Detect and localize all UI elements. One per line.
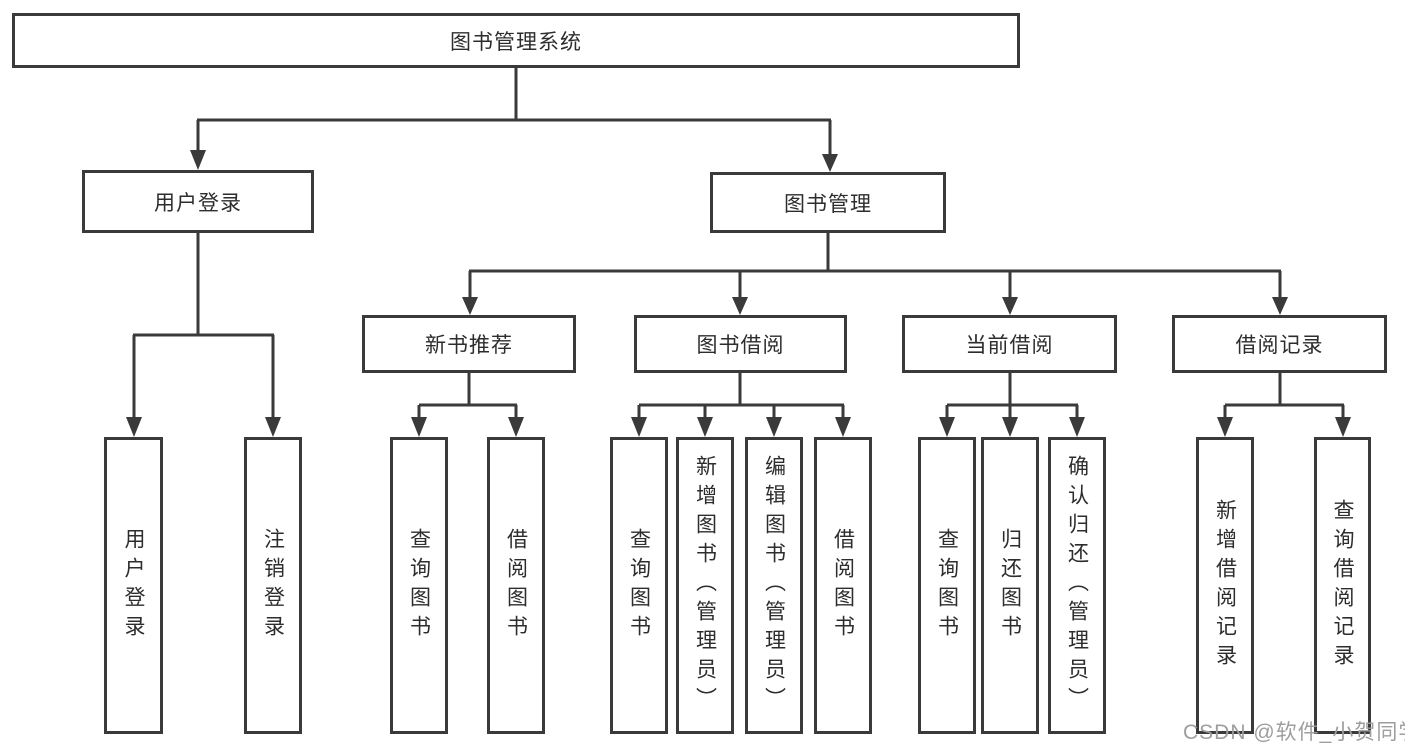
node-label: 查询图书 <box>935 527 959 644</box>
leaf-confirm-return-admin: 确认归还（管理员） <box>1048 437 1106 734</box>
node-label: 新增借阅记录 <box>1213 498 1237 673</box>
leaf-query-books-recommend: 查询图书 <box>390 437 448 734</box>
node-book-borrowing: 图书借阅 <box>634 315 847 373</box>
node-label: 用户登录 <box>154 191 242 215</box>
leaf-user-login: 用户登录 <box>104 437 163 734</box>
node-label: 查询图书 <box>627 527 651 644</box>
node-book-management: 图书管理 <box>710 172 946 233</box>
node-label: 图书管理系统 <box>450 30 582 54</box>
leaf-borrow-books-recommend: 借阅图书 <box>487 437 545 734</box>
leaf-return-book: 归还图书 <box>981 437 1039 734</box>
node-label: 借阅图书 <box>504 527 528 644</box>
node-label: 归还图书 <box>998 527 1022 644</box>
node-user-login: 用户登录 <box>82 170 314 233</box>
node-label: 图书管理 <box>784 192 872 216</box>
node-label: 新书推荐 <box>425 334 513 357</box>
leaf-query-books-current: 查询图书 <box>918 437 976 734</box>
node-current-borrowing: 当前借阅 <box>902 315 1117 373</box>
leaf-query-books-borrowing: 查询图书 <box>610 437 668 734</box>
leaf-edit-book-admin: 编辑图书（管理员） <box>745 437 803 734</box>
node-label: 用户登录 <box>122 527 145 644</box>
node-label: 借阅图书 <box>831 527 855 644</box>
leaf-add-book-admin: 新增图书（管理员） <box>676 437 734 734</box>
node-library-management-system: 图书管理系统 <box>12 13 1020 68</box>
node-label: 编辑图书（管理员） <box>762 455 786 716</box>
node-label: 图书借阅 <box>696 334 785 357</box>
csdn-watermark: CSDN @软件_小贺同学 <box>1183 721 1405 744</box>
node-label: 确认归还（管理员） <box>1065 455 1089 716</box>
node-label: 借阅记录 <box>1235 334 1324 357</box>
node-label: 查询借阅记录 <box>1331 498 1354 673</box>
node-label: 注销登录 <box>261 527 285 644</box>
leaf-logout: 注销登录 <box>244 437 302 734</box>
node-label: 查询图书 <box>407 527 431 644</box>
node-new-book-recommendation: 新书推荐 <box>362 315 576 373</box>
leaf-borrow-books-borrowing: 借阅图书 <box>814 437 872 734</box>
node-label: 新增图书（管理员） <box>693 455 717 716</box>
node-borrowing-records: 借阅记录 <box>1172 315 1387 373</box>
leaf-query-borrow-record: 查询借阅记录 <box>1314 437 1371 734</box>
leaf-add-borrow-record: 新增借阅记录 <box>1196 437 1254 734</box>
node-label: 当前借阅 <box>965 334 1054 357</box>
